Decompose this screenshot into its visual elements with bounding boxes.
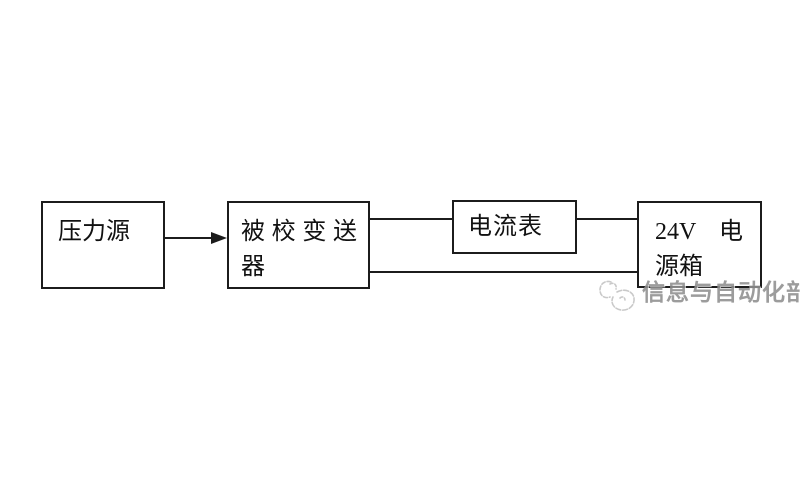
transmitter-label-line1: 被 校 变 送 [241,215,357,250]
transmitter-char-1: 被 [241,219,265,245]
connector-bottom-line [370,271,638,273]
power-box-label-line2: 源箱 [655,254,703,280]
pressure-source-box: 压力源 [41,201,165,289]
ammeter-label: 电流表 [468,213,543,240]
transmitter-under-test-box: 被 校 变 送 器 [227,201,370,289]
power-box-voltage: 24V [655,219,697,245]
power-box-char: 电 [719,219,743,245]
transmitter-label-line2: 器 [241,254,265,280]
watermark-icon [599,280,635,311]
transmitter-char-4: 送 [332,219,357,245]
power-box-label-line1: 24V 电 [655,215,743,250]
power-box: 24V 电 源箱 [637,201,762,288]
arrow-line-pressure-to-transmitter [165,237,213,239]
ammeter-box: 电流表 [452,200,577,254]
transmitter-char-2: 校 [271,219,296,245]
transmitter-char-3: 变 [302,219,327,245]
pressure-source-label: 压力源 [58,219,130,245]
arrowhead-icon [211,232,227,244]
